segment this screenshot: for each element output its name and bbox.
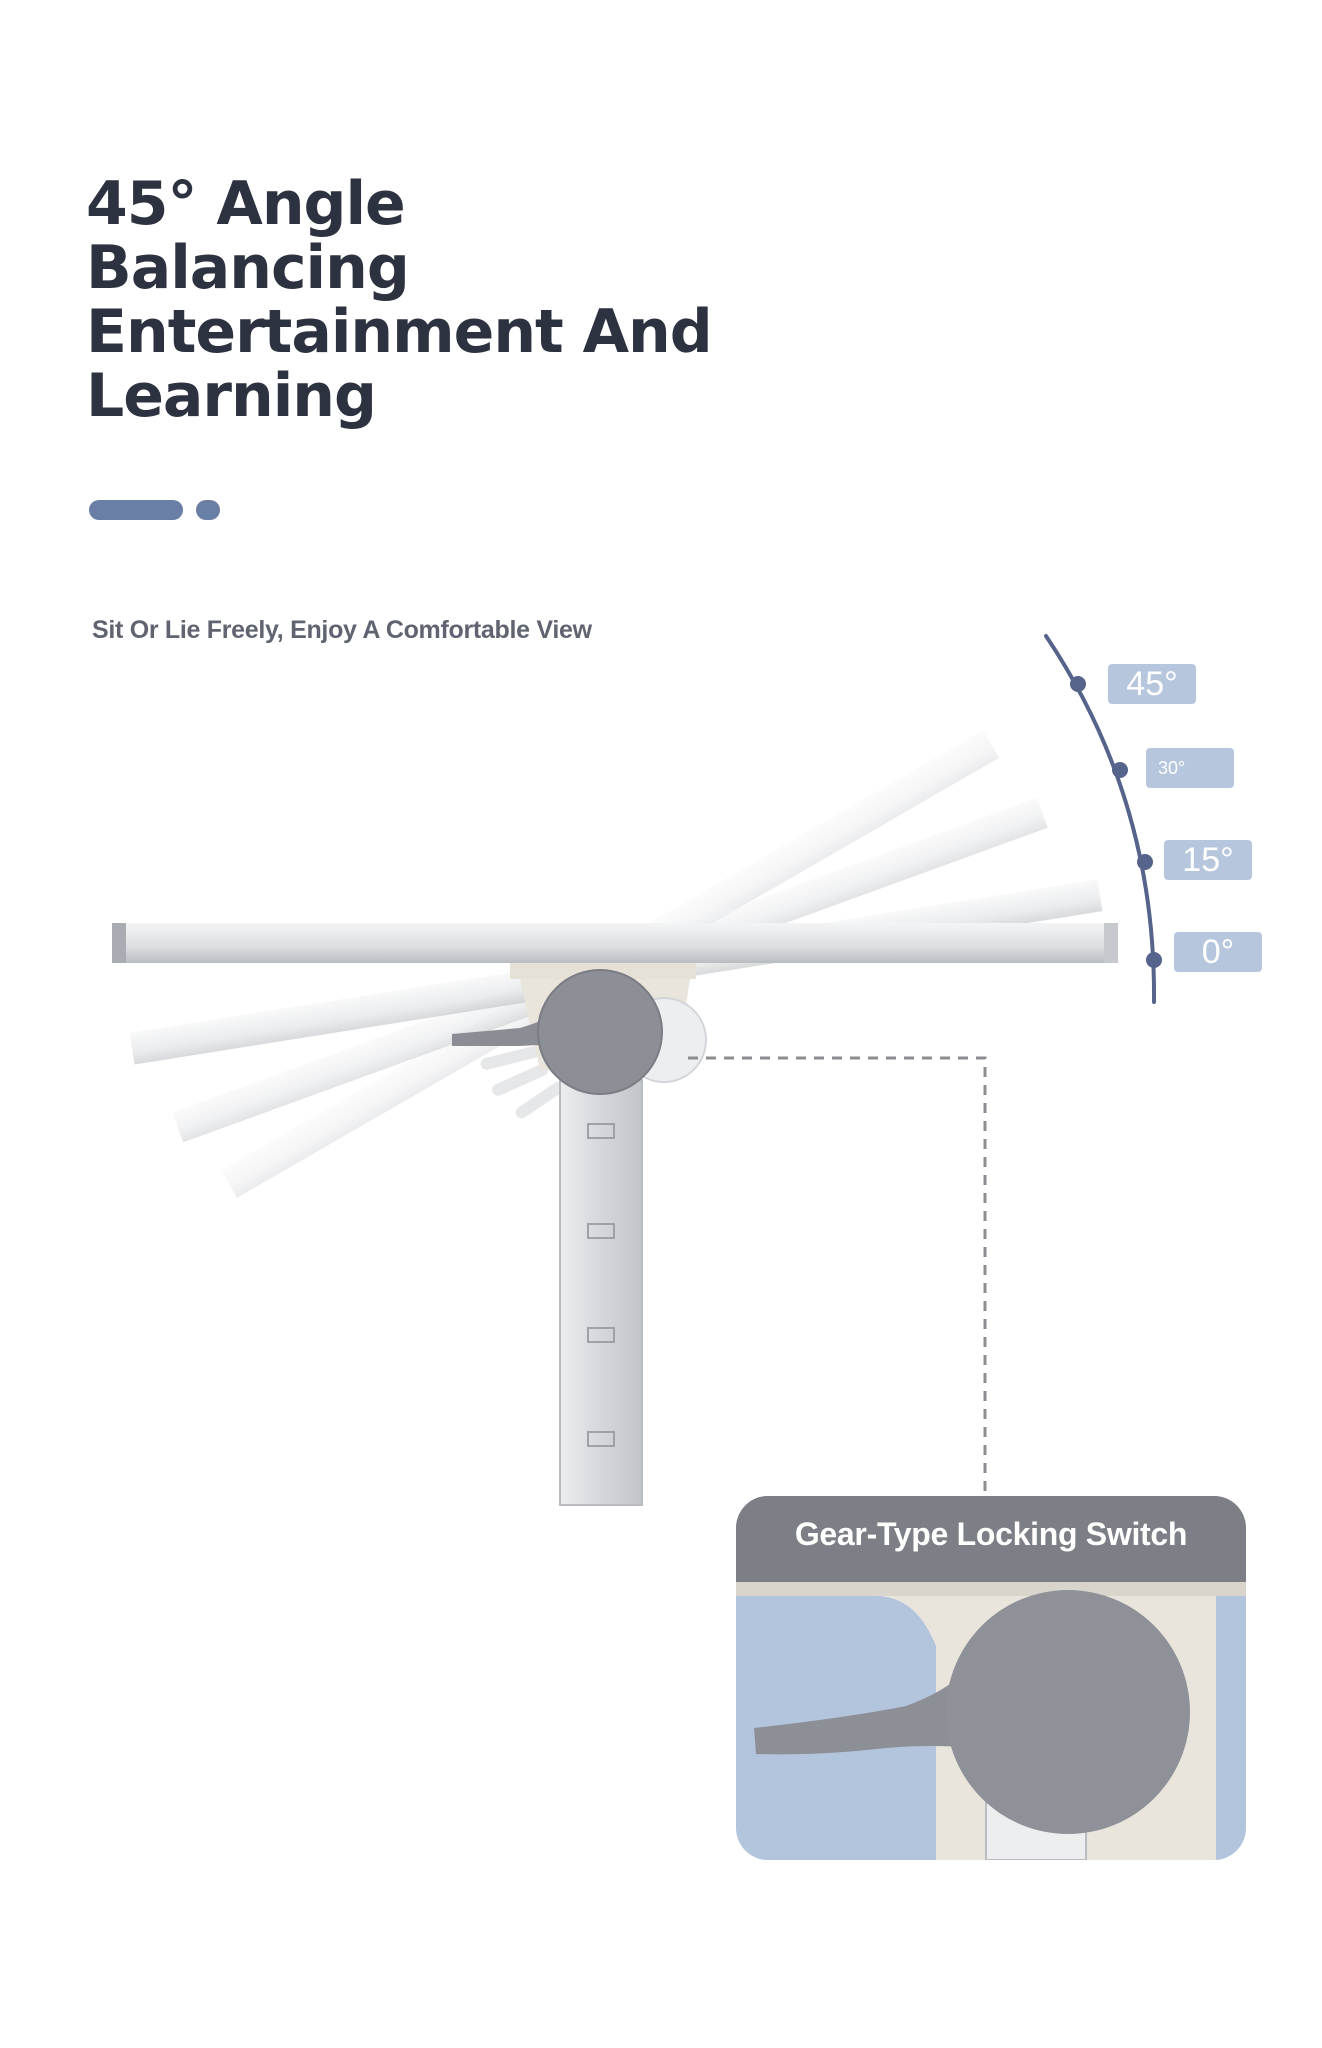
- page-title-line: Balancing: [86, 233, 410, 303]
- callout-title: Gear-Type Locking Switch: [794, 1516, 1188, 1552]
- angle-label-30: 30°: [1146, 748, 1234, 788]
- angle-label-45: 45°: [1108, 664, 1196, 704]
- callout-closeup: [736, 1582, 1246, 1860]
- stand-pole: [559, 1079, 643, 1506]
- page-title-line: 45° Angle: [86, 169, 406, 239]
- gear-knob: [538, 970, 662, 1094]
- closeup-lever: [754, 1674, 974, 1755]
- angle-label-0: 0°: [1174, 932, 1262, 972]
- page-title-line: Entertainment And: [86, 297, 713, 367]
- lever-ghosts: [480, 1046, 565, 1119]
- angle-marker-45: [1070, 676, 1086, 692]
- accent-bar: [89, 500, 183, 520]
- page-title: 45° Angle Balancing Entertainment And Le…: [86, 172, 726, 428]
- board-flat: [112, 923, 1118, 963]
- angle-label-15: 15°: [1164, 840, 1252, 880]
- callout-connector: [688, 1056, 987, 1500]
- subtitle: Sit Or Lie Freely, Enjoy A Comfortable V…: [92, 616, 592, 644]
- angle-marker-30: [1112, 762, 1128, 778]
- callout-card: Gear-Type Locking Switch: [736, 1496, 1246, 1860]
- closeup-gear-knob: [946, 1590, 1190, 1834]
- angle-marker-15: [1137, 854, 1153, 870]
- callout-header: [736, 1496, 1246, 1582]
- accent-dot: [196, 500, 220, 520]
- page-title-line: Learning: [86, 361, 377, 431]
- angle-marker-0: [1146, 952, 1162, 968]
